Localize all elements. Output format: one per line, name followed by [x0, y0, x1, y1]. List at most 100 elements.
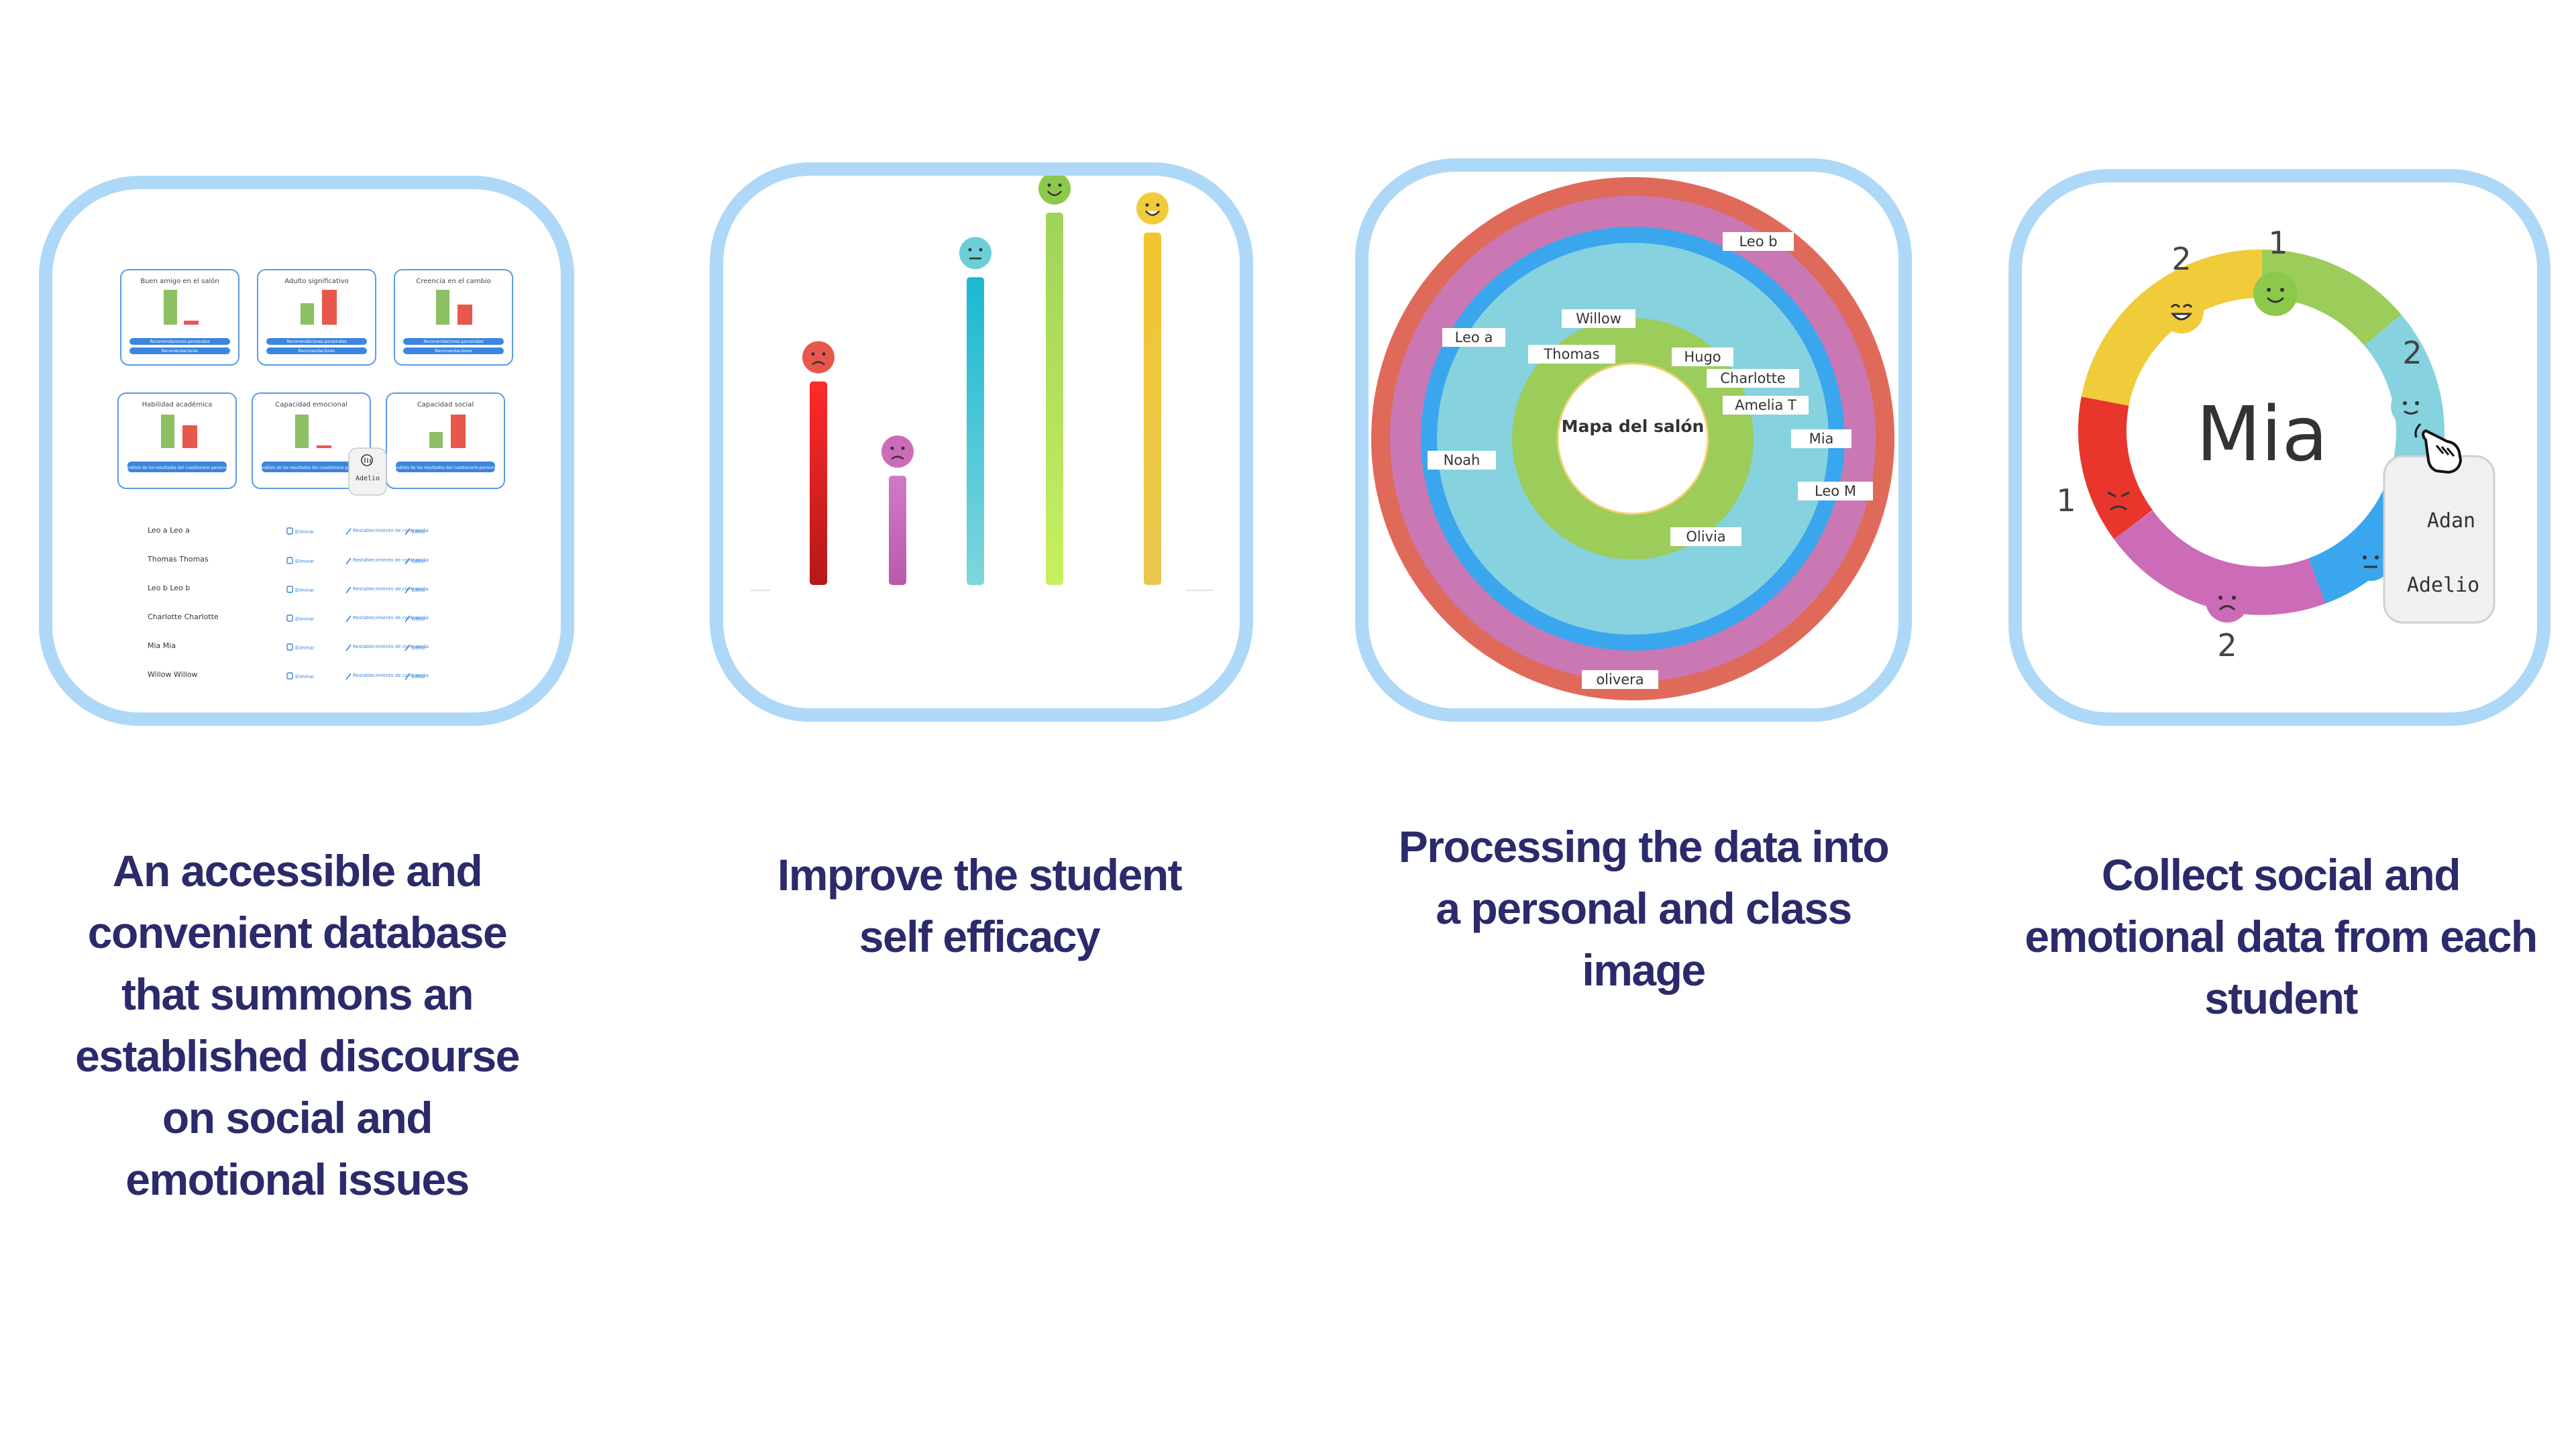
database-preview: Buen amigo en el salón Recomendaciones p… [117, 269, 513, 680]
delete-link[interactable]: Eliminar [295, 616, 315, 622]
student-name: Willow Willow [148, 670, 198, 679]
recommendations-button[interactable] [129, 338, 230, 345]
svg-text:Thomas: Thomas [1543, 346, 1599, 362]
student-label[interactable]: Amelia T [1723, 396, 1809, 415]
svg-text:Leo b: Leo b [1739, 233, 1777, 250]
student-label[interactable]: Leo b [1723, 232, 1794, 251]
reset-password-link[interactable]: Restablecimiento de contraseña [353, 644, 429, 649]
caption-efficacy: Improve the student self efficacy [777, 850, 1183, 961]
pencil-icon [405, 528, 411, 535]
caption-processing: Processing the data into a personal and … [1398, 822, 1890, 995]
metric-card[interactable]: Capacidad emocional Análisis de los resu… [252, 392, 371, 489]
student-name: Leo b Leo b [148, 584, 190, 592]
caption-database: An accessible and convenient database th… [75, 846, 520, 1204]
student-label[interactable]: Leo M [1798, 482, 1873, 500]
metric-card[interactable]: Adulto significativo Recomendaciones per… [257, 269, 376, 366]
metric-card-title: Habilidad académica [142, 400, 213, 409]
popup-option[interactable]: Adan [2427, 509, 2475, 533]
student-label[interactable]: Thomas [1528, 345, 1615, 364]
smile-face-icon [1038, 176, 1071, 205]
personal-wheel-card: Mia 1 2 2 1 2 [2008, 169, 2551, 726]
list-item: Leo b Leo b Eliminar Restablecimiento de… [148, 584, 429, 594]
trash-icon[interactable] [286, 614, 293, 622]
reset-password-link[interactable]: Restablecimiento de contraseña [353, 528, 429, 533]
segment-count: 2 [2171, 241, 2191, 277]
name-popup: Adan Adelio [2383, 455, 2496, 624]
trash-icon[interactable] [286, 672, 293, 680]
recommendations-button[interactable] [403, 347, 504, 354]
svg-text:Charlotte: Charlotte [1720, 370, 1786, 386]
student-label[interactable]: Leo a [1442, 328, 1505, 347]
student-name: Mia Mia [148, 641, 176, 650]
edit-link[interactable]: Editar [412, 559, 426, 564]
metric-card[interactable]: Capacidad social Análisis de los resulta… [386, 392, 505, 489]
analysis-button[interactable] [396, 462, 495, 472]
class-map: Mapa del salón Leo b Willow Leo a Thomas… [1371, 177, 1894, 700]
caption-collect: Collect social and emotional data from e… [2025, 850, 2538, 1023]
pointer-hand-icon [2414, 423, 2463, 474]
pencil-icon [345, 673, 352, 680]
student-label[interactable]: Mia [1791, 429, 1851, 448]
student-name: Mia [2196, 391, 2328, 478]
trash-icon[interactable] [286, 527, 293, 535]
analysis-button[interactable] [262, 462, 361, 472]
student-label[interactable]: Noah [1428, 451, 1496, 470]
svg-text:Olivia: Olivia [1686, 529, 1725, 545]
metric-card-title: Adulto significativo [284, 278, 348, 285]
delete-link[interactable]: Eliminar [295, 588, 315, 593]
svg-text:Noah: Noah [1444, 452, 1481, 468]
analysis-button[interactable] [127, 462, 227, 472]
map-title: Mapa del salón [1562, 417, 1705, 436]
student-label[interactable]: Hugo [1672, 347, 1733, 366]
svg-text:olivera: olivera [1596, 672, 1644, 688]
delete-link[interactable]: Eliminar [295, 559, 315, 564]
button-label: Recomendaciones personales [286, 339, 346, 344]
list-item: Leo a Leo a Eliminar Restablecimiento de… [148, 526, 429, 535]
edit-link[interactable]: Editar [412, 645, 426, 651]
edit-link[interactable]: Editar [412, 616, 426, 622]
button-label: Análisis de los resultados del cuestiona… [125, 466, 229, 470]
student-list: Leo a Leo a Eliminar Restablecimiento de… [147, 526, 429, 680]
personal-wheel: Mia 1 2 2 1 2 [2056, 225, 2496, 663]
student-label[interactable]: Charlotte [1707, 369, 1799, 388]
svg-text:Amelia T: Amelia T [1735, 397, 1796, 413]
recommendations-button[interactable] [403, 338, 504, 345]
trash-icon[interactable] [286, 643, 293, 651]
database-card: Buen amigo en el salón Recomendaciones p… [39, 176, 574, 726]
neutral-face-icon [959, 237, 991, 270]
metric-card[interactable]: Buen amigo en el salón Recomendaciones p… [120, 269, 239, 366]
pencil-icon [405, 615, 411, 623]
reset-password-link[interactable]: Restablecimiento de contraseña [353, 673, 429, 678]
edit-link[interactable]: Editar [412, 529, 426, 535]
student-label[interactable]: Olivia [1670, 527, 1741, 546]
segment-count: 1 [2268, 225, 2288, 261]
edit-link[interactable]: Editar [412, 674, 426, 680]
student-label[interactable]: olivera [1582, 670, 1658, 689]
delete-link[interactable]: Eliminar [295, 529, 315, 535]
popup-option[interactable]: Adelio [2407, 574, 2479, 597]
recommendations-button[interactable] [266, 338, 367, 345]
reset-password-link[interactable]: Restablecimiento de contraseña [353, 615, 429, 621]
button-label: Recomendaciones personales [423, 339, 483, 344]
svg-text:Mia: Mia [1809, 431, 1834, 447]
efficacy-bar [1144, 232, 1161, 586]
neutral-face-icon [2351, 541, 2391, 581]
recommendations-button[interactable] [129, 347, 230, 354]
recommendations-button[interactable] [266, 347, 367, 354]
segment-count: 2 [2217, 627, 2237, 663]
delete-link[interactable]: Eliminar [295, 674, 315, 680]
trash-icon[interactable] [286, 586, 293, 593]
grin-face-icon [2159, 289, 2204, 333]
pencil-icon [405, 644, 411, 651]
delete-link[interactable]: Eliminar [295, 645, 315, 651]
efficacy-bar [810, 381, 827, 585]
reset-password-link[interactable]: Restablecimiento de contraseña [353, 557, 429, 563]
trash-icon[interactable] [286, 557, 293, 564]
metric-card[interactable]: Creencia en el cambio Recomendaciones pe… [394, 269, 513, 366]
metric-card[interactable]: Habilidad académica Análisis de los resu… [117, 392, 237, 489]
button-label: Recomendaciones [435, 349, 472, 354]
reset-password-link[interactable]: Restablecimiento de contraseña [353, 586, 429, 592]
edit-link[interactable]: Editar [412, 588, 426, 593]
student-label[interactable]: Willow [1562, 309, 1635, 328]
efficacy-card [710, 162, 1253, 722]
